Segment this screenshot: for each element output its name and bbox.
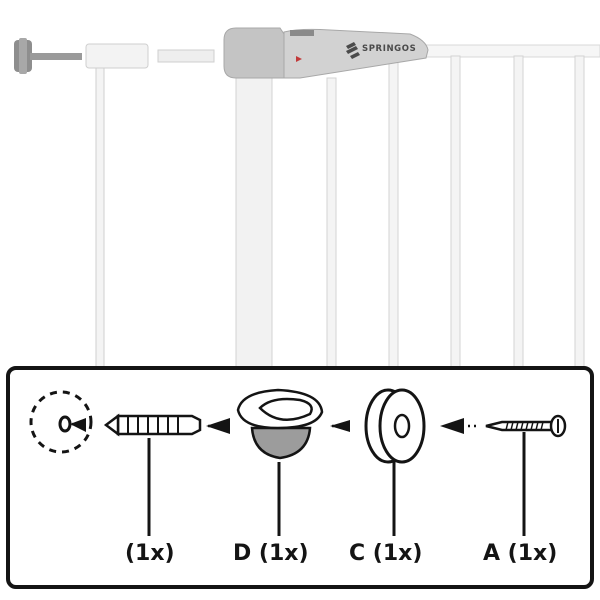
brand-name: SPRINGOS: [362, 44, 417, 54]
arrow-left-icon: [330, 420, 350, 432]
small-tube: [157, 49, 215, 63]
wall-plug-icon: [103, 413, 202, 437]
brand-logo-icon: [346, 42, 360, 59]
gate-top-rail: [419, 44, 600, 58]
label-spacer-c: C (1x): [349, 541, 423, 566]
label-anchor: (1x): [125, 541, 175, 566]
arrow-left-icon: [440, 418, 464, 434]
loose-rod: [95, 59, 105, 371]
cap-icon: [236, 388, 324, 460]
extension-bolt-icon: [14, 38, 82, 74]
end-cap: [85, 43, 149, 69]
arrow-left-icon: [206, 418, 230, 434]
spacer-icon: [364, 388, 426, 464]
gate-bars: [326, 55, 585, 371]
installation-diagram: [29, 388, 567, 536]
leader-lines: [147, 432, 526, 536]
hole-icon: [29, 390, 93, 454]
gate-post: [235, 69, 273, 371]
label-cap-d: D (1x): [233, 541, 309, 566]
screw-icon: [485, 414, 567, 438]
label-screw-a: A (1x): [483, 541, 558, 566]
installation-panel: [6, 366, 594, 589]
